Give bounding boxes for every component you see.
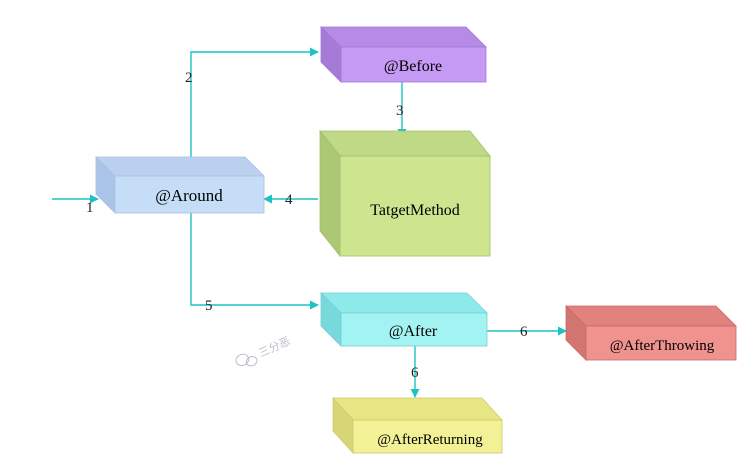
node-after-returning: @AfterReturning <box>332 396 503 455</box>
node-after: @After <box>320 292 488 347</box>
edge-target-to-around-label: 4 <box>285 192 293 208</box>
watermark-text: 三分恶 <box>257 335 292 360</box>
node-target-front <box>339 155 491 257</box>
node-around-label: @Around <box>155 186 223 205</box>
edge-around-to-before-label: 2 <box>185 70 193 86</box>
edge-around-to-before: 2 <box>185 47 319 157</box>
edge-before-to-target: 3 <box>396 82 407 138</box>
node-before-front <box>340 46 487 83</box>
node-after-returning-front <box>352 419 503 454</box>
edge-target-to-around: 4 <box>263 192 318 208</box>
node-after-throwing-label: @AfterThrowing <box>610 338 715 354</box>
node-after-top <box>320 292 488 314</box>
node-around-front <box>114 175 265 214</box>
node-after-front <box>340 312 488 347</box>
node-target-label: TatgetMethod <box>370 202 460 219</box>
node-around-top <box>95 156 265 177</box>
node-before-label: @Before <box>384 58 442 75</box>
edge-entry-label: 1 <box>86 200 94 216</box>
node-around: @Around <box>95 156 265 214</box>
node-target-method: TatgetMethod <box>319 129 491 258</box>
node-after-returning-label: @AfterReturning <box>377 432 483 448</box>
edge-after-to-afterreturning-label: 6 <box>411 365 419 381</box>
edge-after-to-afterreturning: 6 <box>410 346 420 398</box>
node-after-throwing-top <box>565 305 737 327</box>
node-before-top <box>320 26 487 48</box>
node-after-throwing: @AfterThrowing <box>565 305 737 361</box>
node-after-throwing-front <box>585 325 737 361</box>
wechat-icon <box>235 353 258 367</box>
node-before: @Before <box>320 26 487 83</box>
edge-around-to-after: 5 <box>190 213 319 314</box>
node-target-top <box>319 130 491 157</box>
edge-after-to-afterthrowing: 6 <box>487 324 567 340</box>
node-after-label: @After <box>389 323 438 340</box>
edge-entry: 1 <box>52 194 99 216</box>
edge-before-to-target-label: 3 <box>396 103 404 119</box>
node-after-returning-top <box>332 397 503 421</box>
watermark: 三分恶 <box>235 335 292 367</box>
edge-around-to-after-label: 5 <box>205 298 213 314</box>
edge-after-to-afterthrowing-label: 6 <box>520 324 528 340</box>
